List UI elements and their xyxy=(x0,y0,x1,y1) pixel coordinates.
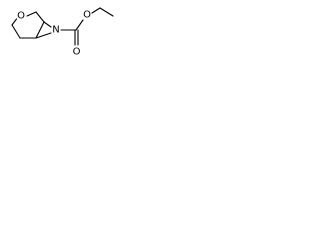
bond-c1-c2 xyxy=(11,24,21,39)
ester-oxygen-label: O xyxy=(83,10,91,21)
aziridine-ring xyxy=(35,21,52,39)
bond-ch2-ch3 xyxy=(99,7,114,17)
carbonyl-oxygen-label: O xyxy=(73,47,81,58)
bond-o3-c4 xyxy=(26,11,37,17)
bond-c5-n xyxy=(43,21,52,28)
bond-c5-c6 xyxy=(35,21,45,39)
nitrogen-label: N xyxy=(52,25,59,36)
ethoxycarbonyl-group xyxy=(60,7,114,46)
bond-c2-o3 xyxy=(11,18,18,26)
bond-ester-oxygen-ch2 xyxy=(91,7,101,14)
six-membered-ring xyxy=(11,11,45,39)
bond-c4-c5 xyxy=(35,11,45,23)
bond-c6-n xyxy=(35,32,52,39)
ring-oxygen-label: O xyxy=(17,11,25,22)
structural-formula: O N O O xyxy=(11,7,114,58)
bond-carbonyl-carbon-ester-oxygen xyxy=(75,19,84,31)
